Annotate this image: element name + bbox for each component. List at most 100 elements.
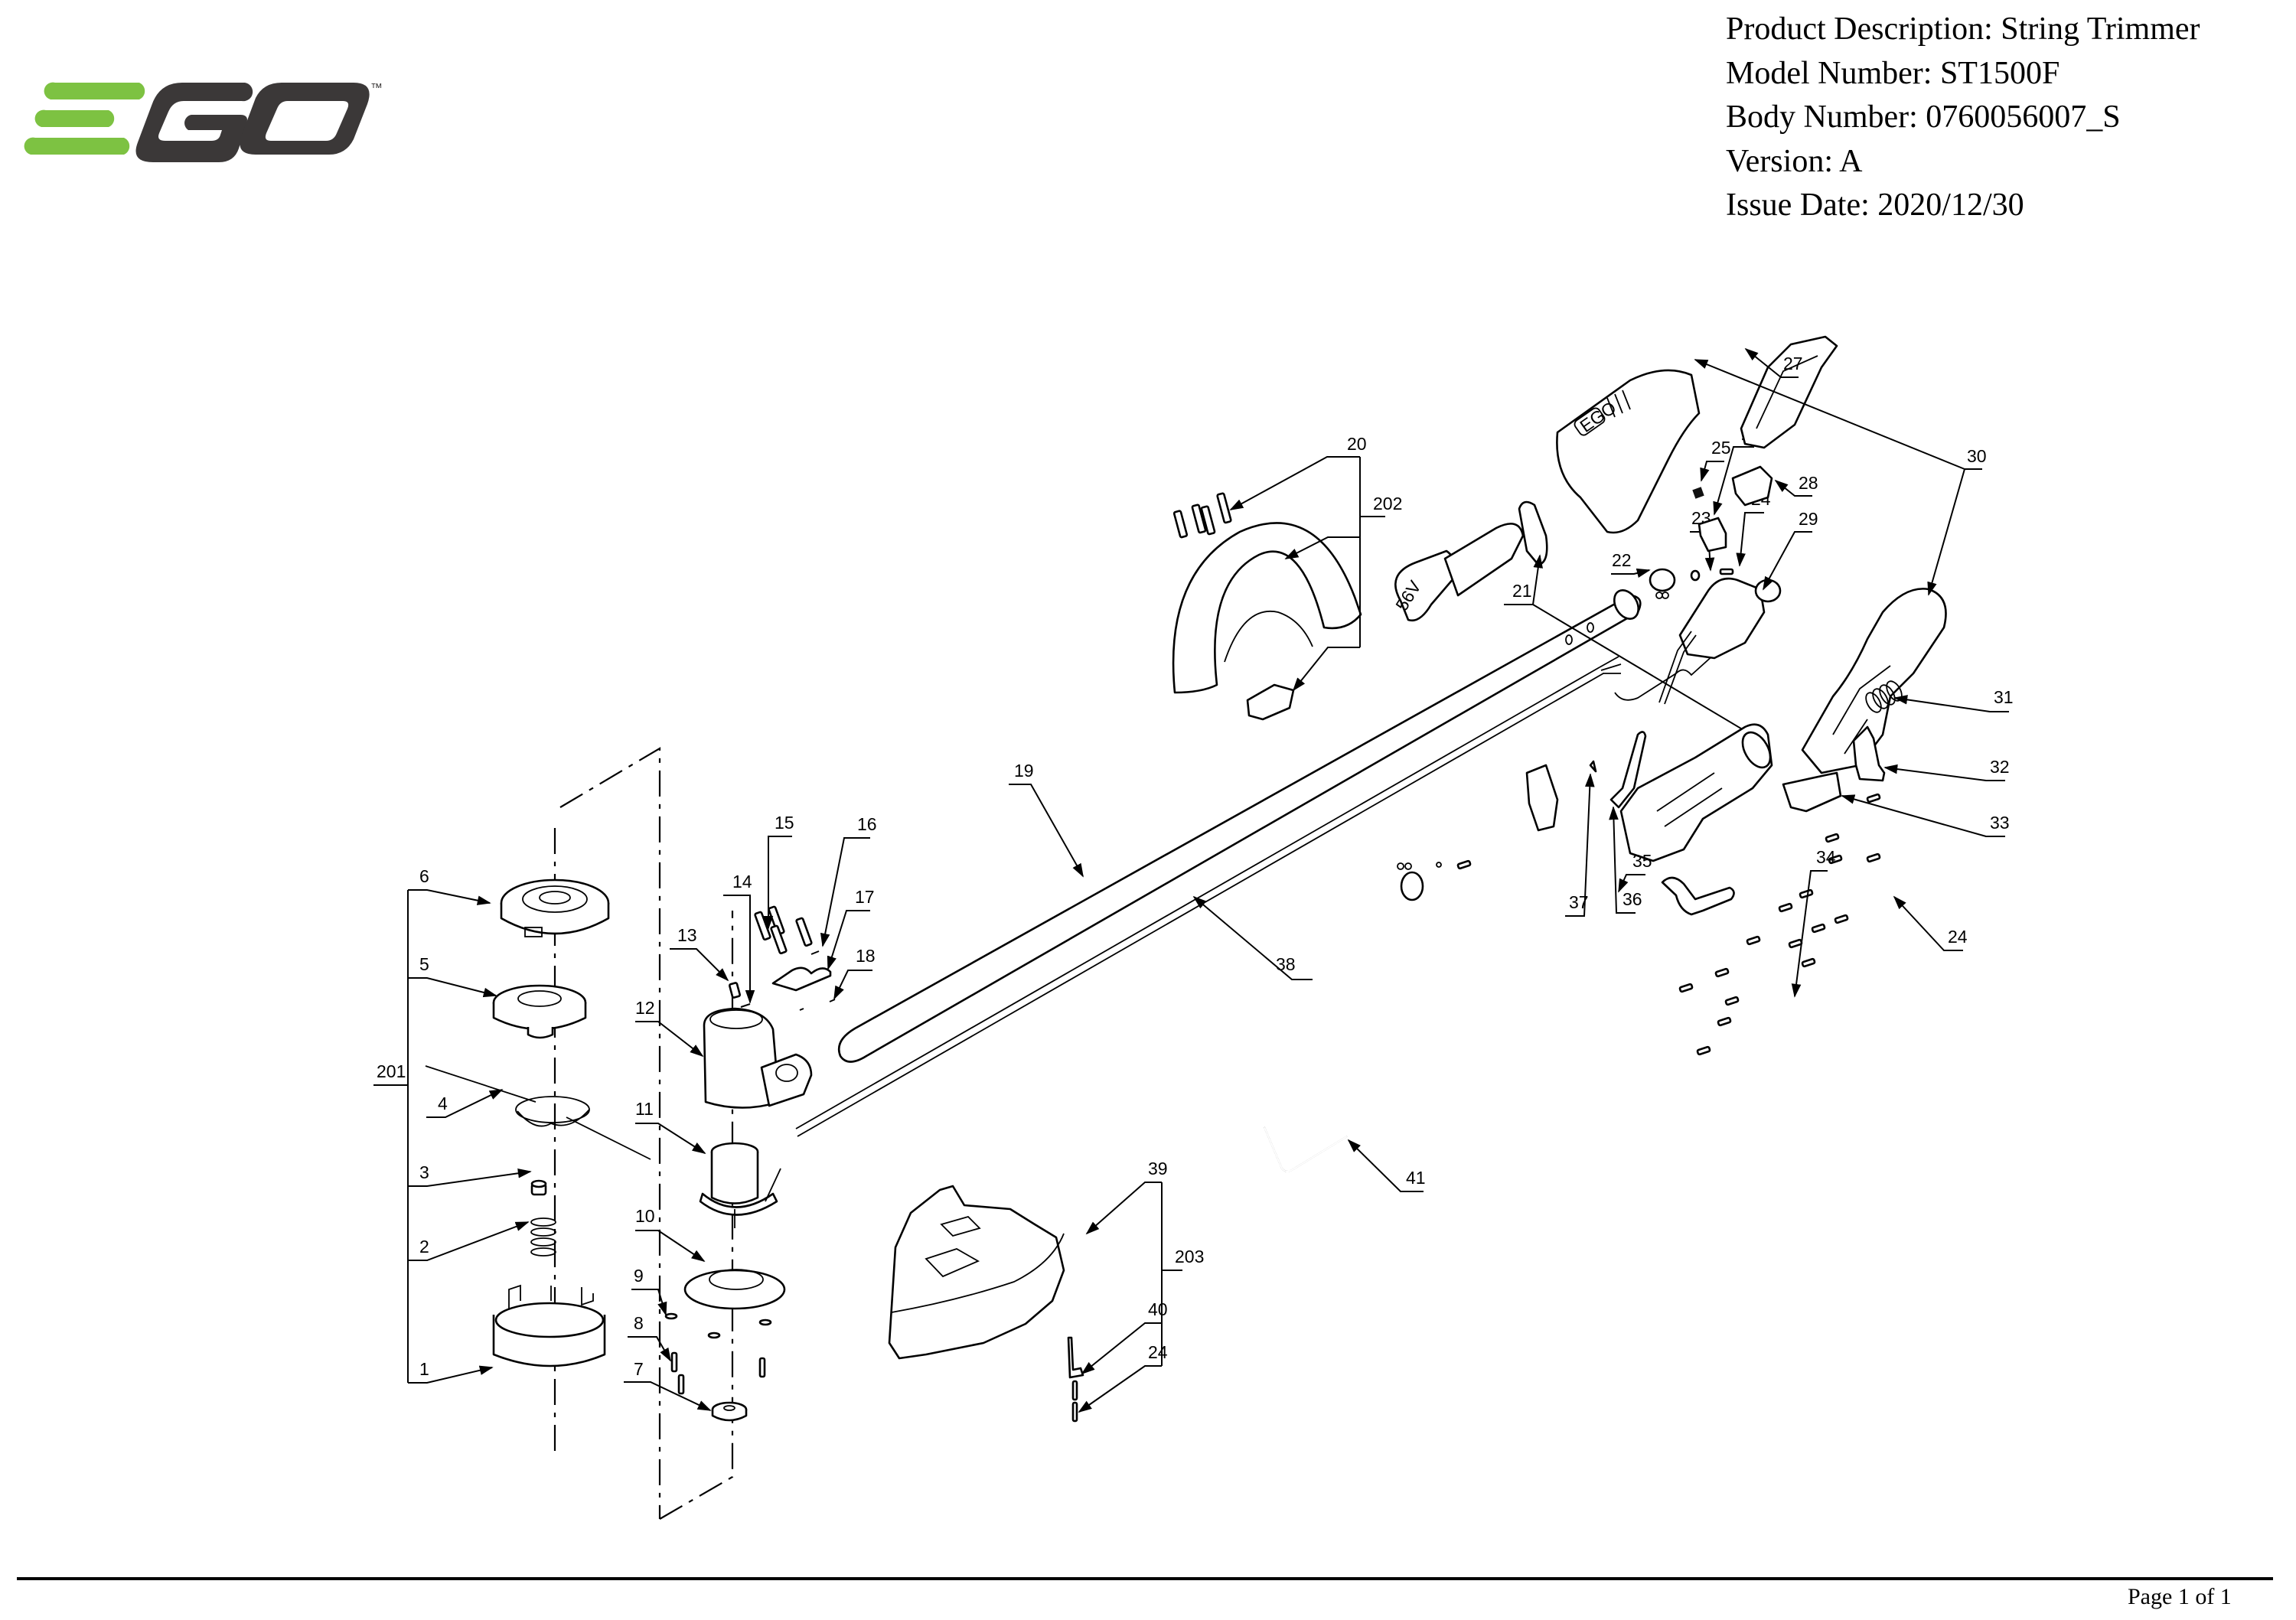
svg-text:15: 15 <box>775 813 794 833</box>
svg-text:33: 33 <box>1990 813 2010 833</box>
part-27-battery-latch-cover <box>1740 335 1838 449</box>
svg-text:14: 14 <box>732 872 752 891</box>
callout-7: 7 <box>624 1359 712 1411</box>
svg-text:2: 2 <box>419 1237 429 1257</box>
svg-text:35: 35 <box>1632 851 1652 871</box>
part-33-lock-off-cover <box>1782 771 1842 813</box>
svg-text:20: 20 <box>1347 434 1367 454</box>
product-info-block: Product Description: String Trimmer Mode… <box>1726 8 2200 228</box>
part-2-spring <box>530 1217 556 1257</box>
part-11-motor <box>699 1142 781 1228</box>
part-4-trimmer-line <box>425 1065 651 1160</box>
part-202-rear-handle <box>1172 522 1362 694</box>
part-37-pin <box>1589 760 1597 773</box>
svg-text:41: 41 <box>1406 1168 1426 1188</box>
part-39-guard <box>888 1185 1065 1360</box>
page-number: Page 1 of 1 <box>2128 1584 2232 1609</box>
svg-text:203: 203 <box>1175 1247 1204 1266</box>
trademark-symbol: ™ <box>370 82 383 95</box>
svg-text:28: 28 <box>1799 473 1818 493</box>
svg-text:9: 9 <box>634 1266 644 1286</box>
assembly-201-bracket: 201 <box>373 890 409 1383</box>
callout-12: 12 <box>635 998 704 1058</box>
callout-1: 1 <box>408 1359 494 1384</box>
part-23-nut <box>1690 569 1701 582</box>
callout-37: 37 <box>1565 773 1595 917</box>
part-12-motor-housing <box>703 1007 813 1109</box>
part-5-spool <box>492 984 587 1039</box>
issue-date: Issue Date: 2020/12/30 <box>1726 187 2024 223</box>
svg-text:13: 13 <box>677 925 697 945</box>
svg-text:18: 18 <box>856 946 876 966</box>
part-17-clamp <box>771 966 832 992</box>
callout-8: 8 <box>628 1313 671 1362</box>
callout-13: 13 <box>670 925 729 982</box>
part-13-screw <box>728 982 742 999</box>
part-upper-battery-housing: EGO <box>1556 369 1701 534</box>
part-21-front-grip-housing: 56V <box>1391 500 1548 622</box>
logo-letters <box>135 83 370 162</box>
svg-text:19: 19 <box>1014 761 1034 781</box>
model-number: Model Number: ST1500F <box>1726 55 2060 91</box>
part-8-screws <box>670 1351 766 1395</box>
svg-text:30: 30 <box>1967 446 1987 466</box>
svg-text:24: 24 <box>1148 1342 1168 1362</box>
callout-30: 30 <box>1694 359 1987 596</box>
callout-40: 40 <box>1081 1299 1168 1375</box>
svg-text:6: 6 <box>419 866 429 886</box>
svg-text:31: 31 <box>1994 687 2014 707</box>
part-19-shaft-tube <box>837 589 1642 1063</box>
svg-text:3: 3 <box>419 1162 429 1182</box>
product-description: Product Description: String Trimmer <box>1726 11 2200 47</box>
svg-text:22: 22 <box>1612 550 1632 570</box>
callout-32: 32 <box>1883 757 2010 781</box>
part-35-lock-off-lever <box>1661 876 1735 916</box>
svg-text:5: 5 <box>419 954 429 974</box>
svg-text:36: 36 <box>1623 889 1642 909</box>
callout-2: 2 <box>408 1221 530 1261</box>
svg-text:29: 29 <box>1799 509 1818 529</box>
callout-6: 6 <box>408 866 491 905</box>
callout-38: 38 <box>1192 895 1313 980</box>
svg-text:7: 7 <box>634 1359 644 1379</box>
part-15-screws <box>754 905 813 955</box>
callout-22: 22 <box>1611 550 1651 579</box>
svg-text:34: 34 <box>1816 847 1836 867</box>
callout-18: 18 <box>833 946 876 1000</box>
svg-text:24: 24 <box>1948 927 1968 947</box>
part-25-spring <box>1692 487 1704 499</box>
footer-divider <box>17 1577 2273 1580</box>
svg-text:1: 1 <box>419 1359 429 1379</box>
callout-17: 17 <box>827 887 875 970</box>
svg-text:16: 16 <box>857 814 877 834</box>
callout-35: 35 <box>1618 851 1652 893</box>
callout-27: 27 <box>1744 347 1803 378</box>
svg-text:32: 32 <box>1990 757 2010 777</box>
callout-11: 11 <box>635 1099 706 1154</box>
svg-text:202: 202 <box>1373 494 1402 513</box>
callout-29: 29 <box>1763 509 1818 591</box>
ego-logo: ™ <box>24 82 383 162</box>
callout-201: 201 <box>377 1061 406 1081</box>
svg-text:17: 17 <box>855 887 875 907</box>
part-40-line-cutter <box>1067 1336 1084 1379</box>
callout-5: 5 <box>408 954 497 998</box>
part-18-washer <box>799 999 836 1011</box>
callout-16: 16 <box>820 814 877 947</box>
callout-9: 9 <box>631 1266 667 1316</box>
part-29-switch-assembly <box>1658 577 1782 705</box>
assembly-axis-lines <box>553 747 734 1520</box>
part-26-switch-module <box>1698 517 1727 552</box>
part-22-ring-clip <box>1649 568 1676 599</box>
part-20-screws <box>1172 492 1232 539</box>
logo-stripes <box>24 82 145 155</box>
callout-19: 19 <box>1009 761 1084 878</box>
svg-text:39: 39 <box>1148 1159 1168 1178</box>
callout-3: 3 <box>408 1162 532 1187</box>
callout-4: 4 <box>426 1089 504 1118</box>
callout-36: 36 <box>1609 806 1642 914</box>
callout-15: 15 <box>763 813 794 930</box>
part-10-motor-cover-plate <box>683 1269 786 1310</box>
assembly-202-bracket: 202 20 <box>1229 434 1402 692</box>
